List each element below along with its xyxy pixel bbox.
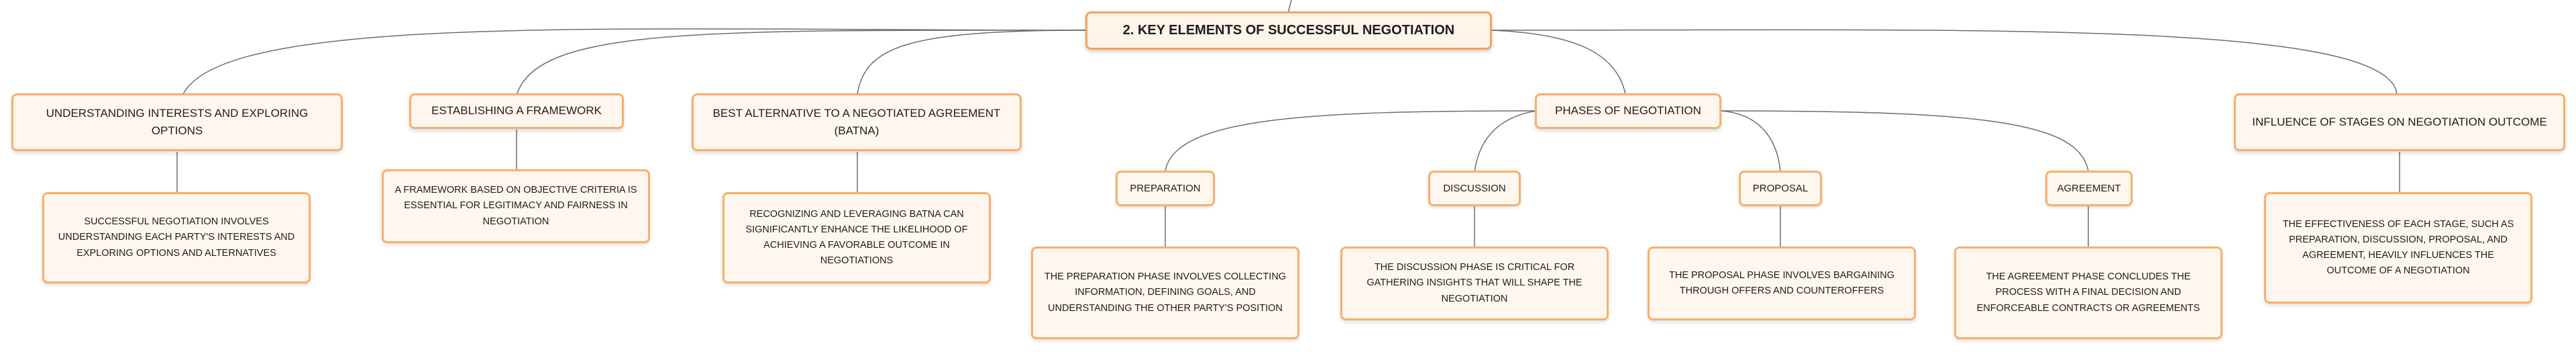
connector-root-framework xyxy=(516,30,1087,96)
connector-root-phases xyxy=(1490,30,1626,95)
detail-influence[interactable]: THE EFFECTIVENESS OF EACH STAGE, SUCH AS… xyxy=(2264,192,2532,304)
detail-interests-text: SUCCESSFUL NEGOTIATION INVOLVES UNDERSTA… xyxy=(58,216,295,259)
connector-phases-preparation xyxy=(1165,110,1537,172)
connector-root-parent xyxy=(1287,0,1292,14)
detail-discussion-text: THE DISCUSSION PHASE IS CRITICAL FOR GAT… xyxy=(1366,262,1582,304)
phase-proposal[interactable]: PROPOSAL xyxy=(1739,171,1822,206)
phase-discussion[interactable]: DISCUSSION xyxy=(1428,171,1521,206)
topic-batna-label: BEST ALTERNATIVE TO A NEGOTIATED AGREEME… xyxy=(712,106,1001,137)
detail-framework-text: A FRAMEWORK BASED ON OBJECTIVE CRITERIA … xyxy=(394,185,637,227)
root-title: 2. KEY ELEMENTS OF SUCCESSFUL NEGOTIATIO… xyxy=(1122,23,1455,38)
connector-root-interests xyxy=(182,28,1087,96)
phase-discussion-label: DISCUSSION xyxy=(1443,183,1506,194)
detail-proposal[interactable]: THE PROPOSAL PHASE INVOLVES BARGAINING T… xyxy=(1648,247,1916,320)
topic-framework[interactable]: ESTABLISHING A FRAMEWORK xyxy=(409,93,624,129)
phase-agreement-label: AGREEMENT xyxy=(2057,183,2121,194)
phase-preparation[interactable]: PREPARATION xyxy=(1116,171,1215,206)
detail-influence-text: THE EFFECTIVENESS OF EACH STAGE, SUCH AS… xyxy=(2282,218,2514,277)
topic-phases[interactable]: PHASES OF NEGOTIATION xyxy=(1535,93,1721,129)
connector-phases-discussion xyxy=(1474,110,1537,172)
root-node[interactable]: 2. KEY ELEMENTS OF SUCCESSFUL NEGOTIATIO… xyxy=(1085,11,1492,50)
connector-root-influence xyxy=(1490,29,2398,95)
connector-phases-proposal xyxy=(1720,110,1781,172)
detail-batna-text: RECOGNIZING AND LEVERAGING BATNA CAN SIG… xyxy=(745,208,968,267)
phase-preparation-label: PREPARATION xyxy=(1130,183,1201,194)
phase-proposal-label: PROPOSAL xyxy=(1752,183,1809,194)
topic-batna[interactable]: BEST ALTERNATIVE TO A NEGOTIATED AGREEME… xyxy=(692,93,1022,151)
topic-interests-label: UNDERSTANDING INTERESTS AND EXPLORING OP… xyxy=(46,106,309,137)
topic-interests[interactable]: UNDERSTANDING INTERESTS AND EXPLORING OP… xyxy=(11,93,343,151)
topic-framework-label: ESTABLISHING A FRAMEWORK xyxy=(431,104,602,118)
topic-phases-label: PHASES OF NEGOTIATION xyxy=(1555,104,1701,118)
topic-influence[interactable]: INFLUENCE OF STAGES ON NEGOTIATION OUTCO… xyxy=(2234,93,2565,151)
phase-agreement[interactable]: AGREEMENT xyxy=(2045,171,2133,206)
detail-agreement[interactable]: THE AGREEMENT PHASE CONCLUDES THE PROCES… xyxy=(1954,247,2222,339)
detail-preparation[interactable]: THE PREPARATION PHASE INVOLVES COLLECTIN… xyxy=(1031,247,1299,339)
detail-proposal-text: THE PROPOSAL PHASE INVOLVES BARGAINING T… xyxy=(1668,269,1894,296)
detail-discussion[interactable]: THE DISCUSSION PHASE IS CRITICAL FOR GAT… xyxy=(1340,247,1609,320)
connector-root-batna xyxy=(857,30,1087,95)
detail-interests[interactable]: SUCCESSFUL NEGOTIATION INVOLVES UNDERSTA… xyxy=(42,192,311,283)
detail-framework[interactable]: A FRAMEWORK BASED ON OBJECTIVE CRITERIA … xyxy=(382,169,650,243)
detail-agreement-text: THE AGREEMENT PHASE CONCLUDES THE PROCES… xyxy=(1976,271,2200,314)
detail-batna[interactable]: RECOGNIZING AND LEVERAGING BATNA CAN SIG… xyxy=(722,192,991,283)
topic-influence-label: INFLUENCE OF STAGES ON NEGOTIATION OUTCO… xyxy=(2252,115,2547,128)
detail-preparation-text: THE PREPARATION PHASE INVOLVES COLLECTIN… xyxy=(1044,271,1287,314)
connector-phases-agreement xyxy=(1720,110,2089,172)
